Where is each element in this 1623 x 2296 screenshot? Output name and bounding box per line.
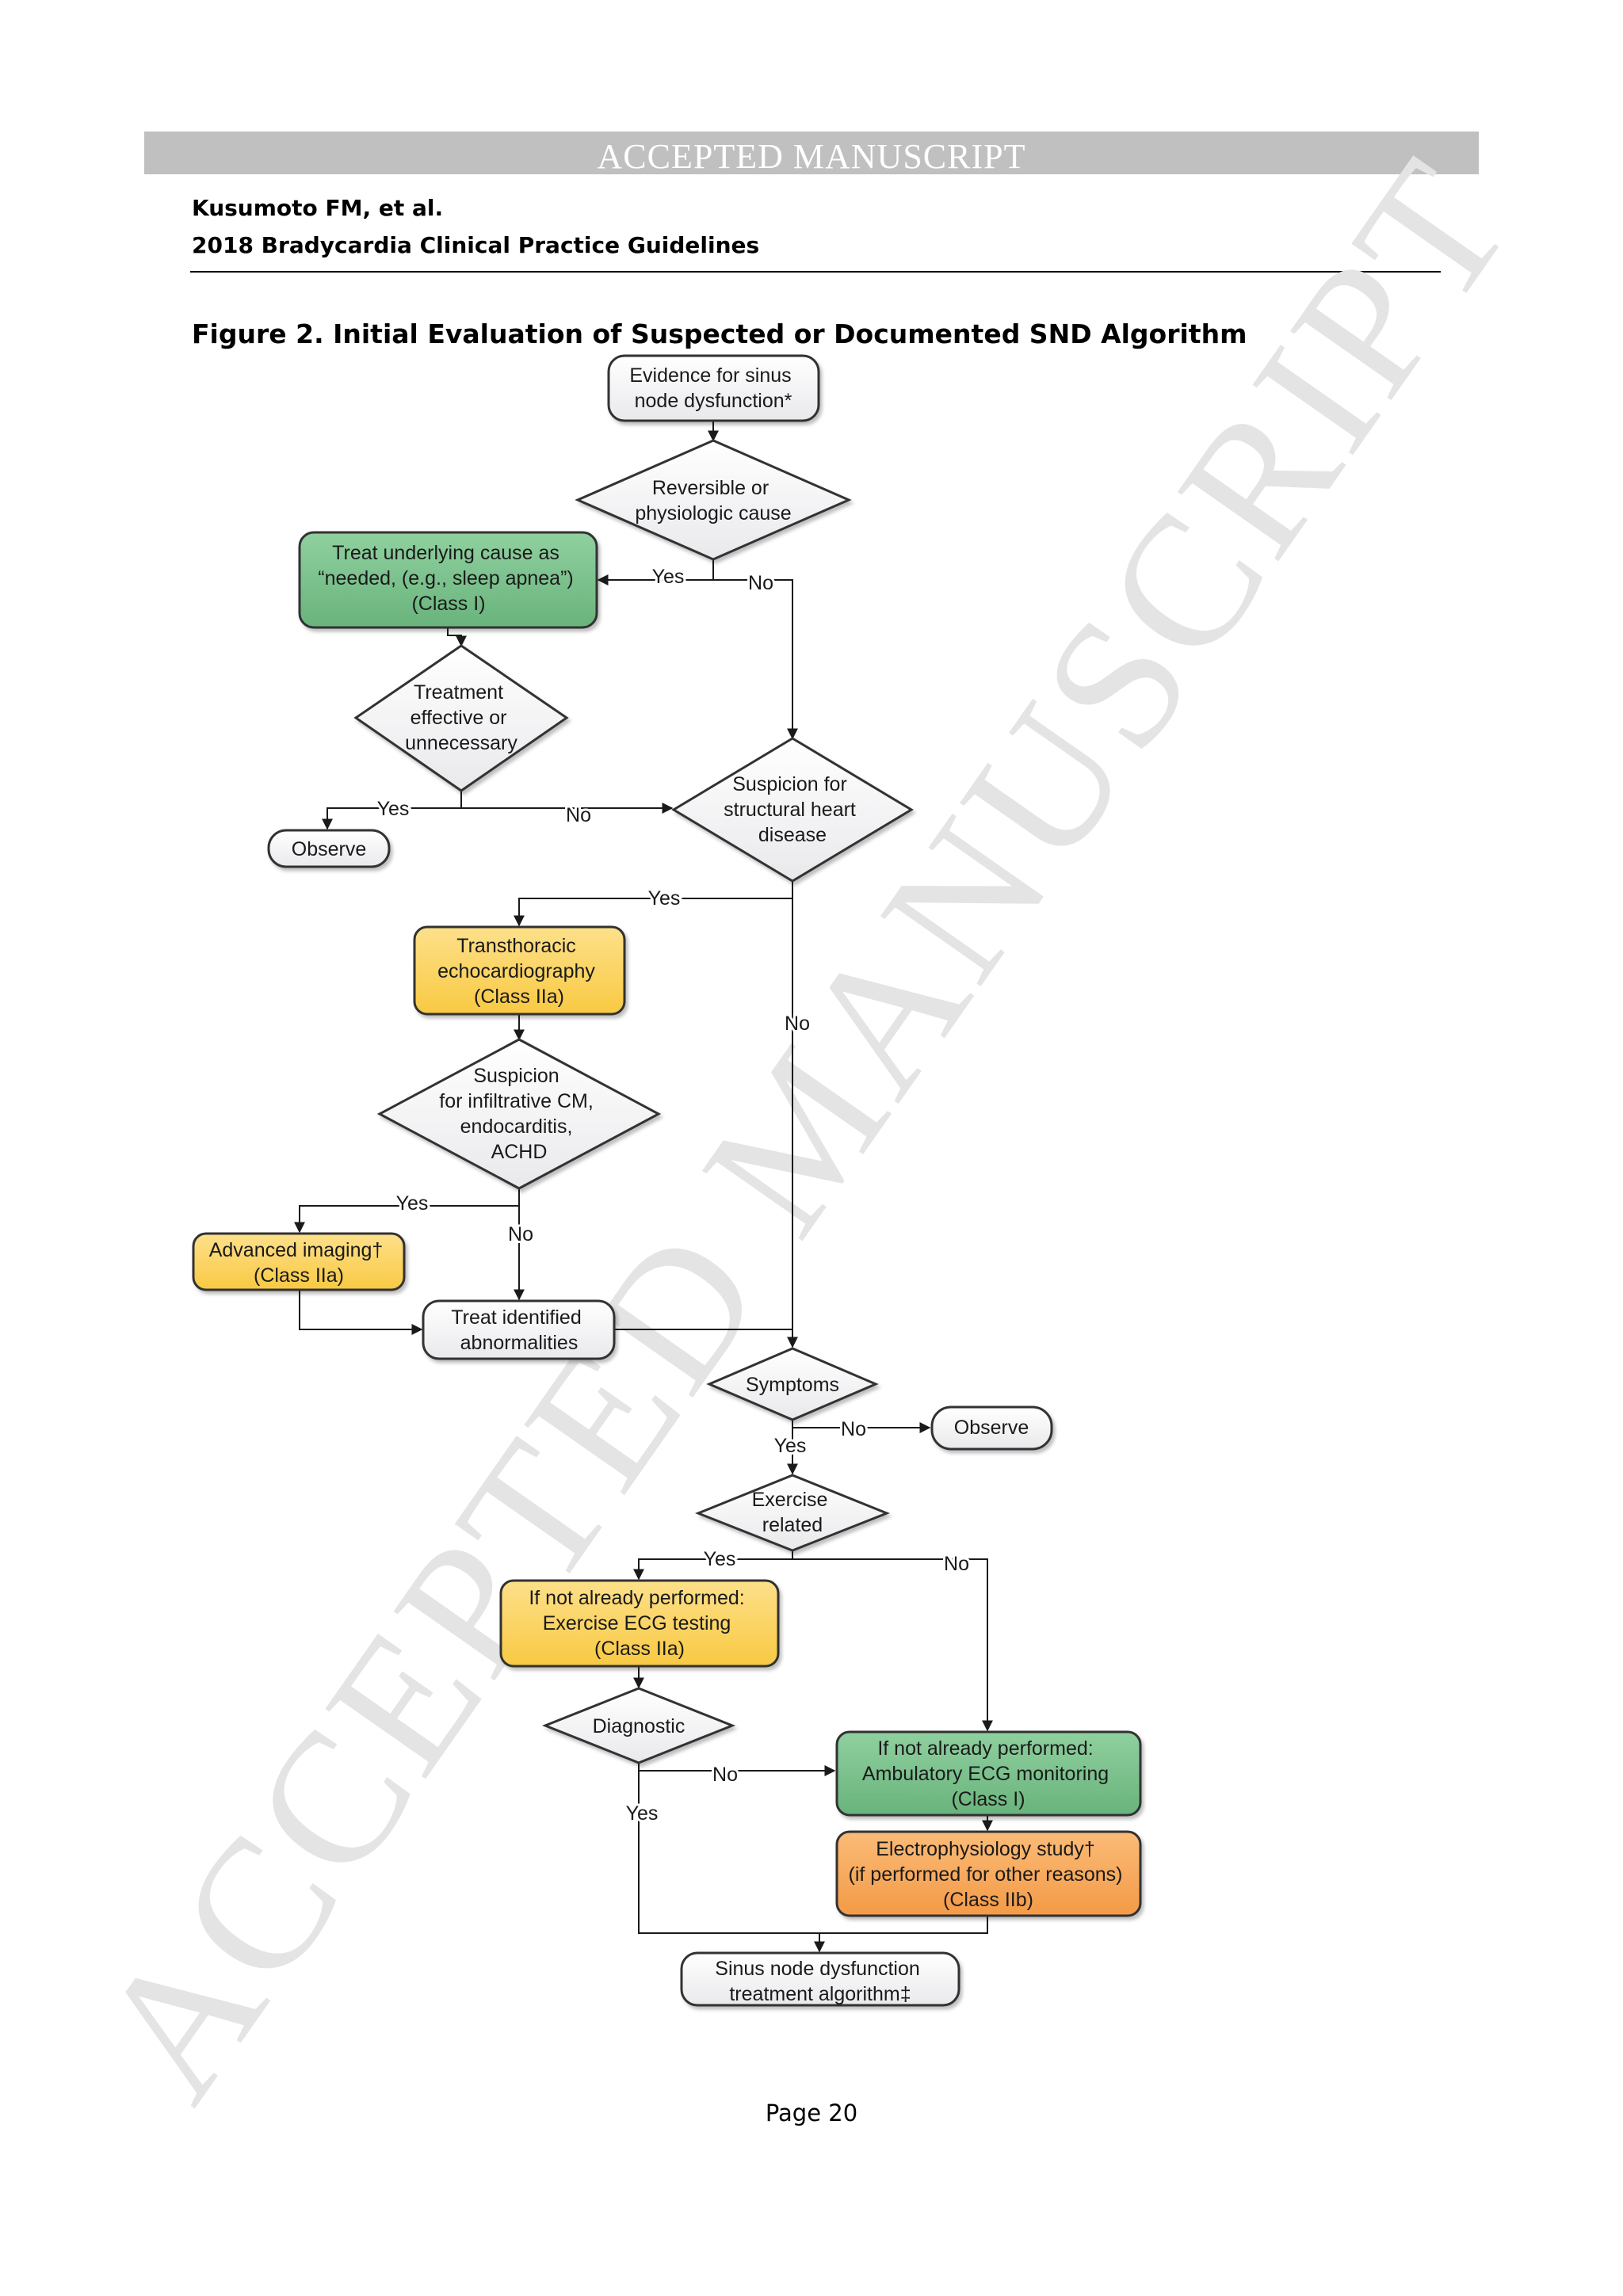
page-number: Page 20 xyxy=(765,2100,858,2126)
node-suspicion-infiltrative xyxy=(376,1038,662,1190)
text-exercise-related: Exercise related xyxy=(752,1489,834,1536)
label-exercise-yes: Yes xyxy=(704,1548,736,1570)
text-evidence: Evidence for sinus node dysfunction* xyxy=(629,364,796,412)
node-exercise-ecg xyxy=(499,1579,780,1668)
text-observe-1: Observe xyxy=(292,838,366,860)
nodes xyxy=(192,354,1142,2007)
label-effective-no: No xyxy=(566,804,591,826)
edge-imaging-to-treat xyxy=(299,1290,423,1335)
accepted-manuscript-banner: ACCEPTED MANUSCRIPT xyxy=(144,132,1479,176)
edge-effective-yes xyxy=(322,791,462,830)
text-symptoms: Symptoms xyxy=(746,1374,839,1396)
edge-treatcause-to-effective xyxy=(447,627,467,647)
edge-diagnostic-yes xyxy=(638,1763,825,1953)
node-suspicion-structural xyxy=(671,737,914,883)
node-snd-treatment xyxy=(680,1951,960,2007)
edge-structural-yes xyxy=(514,881,793,927)
figure-title: Figure 2. Initial Evaluation of Suspecte… xyxy=(192,318,1247,349)
label-effective-yes: Yes xyxy=(377,798,410,820)
edge-exercise-yes xyxy=(633,1550,793,1581)
header-guideline: 2018 Bradycardia Clinical Practice Guide… xyxy=(192,232,760,258)
label-structural-yes: Yes xyxy=(648,887,681,910)
node-ep-study xyxy=(835,1830,1142,1917)
label-reversible-yes: Yes xyxy=(652,566,685,588)
text-treat-cause: Treat underlying cause as “needed, (e.g.… xyxy=(318,542,579,615)
label-reversible-no: No xyxy=(748,572,773,594)
node-advanced-imaging xyxy=(192,1232,406,1291)
node-diagnostic xyxy=(541,1687,736,1764)
node-evidence xyxy=(607,354,820,422)
text-ep-study: Electrophysiology study† (if performed f… xyxy=(849,1838,1128,1911)
label-symptoms-yes: Yes xyxy=(774,1435,807,1457)
node-treat-abnormalities xyxy=(422,1299,616,1360)
text-advanced-imaging: Advanced imaging† (Class IIa) xyxy=(209,1239,389,1287)
text-observe-2: Observe xyxy=(954,1417,1029,1439)
node-symptoms xyxy=(706,1347,879,1421)
text-exercise-ecg: If not already performed: Exercise ECG t… xyxy=(529,1587,750,1660)
text-suspicion-infiltrative: Suspicion for infiltrative CM, endocardi… xyxy=(439,1065,598,1163)
edge-ep-to-snd xyxy=(819,1916,988,1934)
label-infiltrative-no: No xyxy=(508,1223,533,1245)
node-ambulatory-ecg xyxy=(835,1730,1142,1817)
header-authors: Kusumoto FM, et al. xyxy=(192,195,444,221)
edge-exercise-no xyxy=(792,1558,993,1732)
node-exercise-related xyxy=(694,1474,891,1552)
text-diagnostic: Diagnostic xyxy=(593,1715,685,1737)
label-diagnostic-no: No xyxy=(712,1764,738,1786)
edges xyxy=(294,421,993,1953)
node-treat-cause xyxy=(298,531,598,629)
node-observe-1 xyxy=(267,829,391,868)
banner-text: ACCEPTED MANUSCRIPT xyxy=(597,137,1026,176)
node-treatment-effective xyxy=(353,644,569,792)
text-ambulatory-ecg: If not already performed: Ambulatory ECG… xyxy=(862,1737,1114,1810)
edge-infiltrative-yes xyxy=(294,1188,520,1234)
label-symptoms-no: No xyxy=(841,1418,866,1440)
node-tte xyxy=(413,925,626,1016)
text-treat-abnormalities: Treat identified abnormalities xyxy=(451,1306,586,1354)
edge-labels: Yes No Yes No Yes No Yes No No Yes Yes N… xyxy=(375,563,972,1827)
label-structural-no: No xyxy=(785,1013,810,1035)
node-observe-2 xyxy=(930,1405,1053,1451)
text-snd-treatment: Sinus node dysfunction treatment algorit… xyxy=(715,1958,925,2005)
label-exercise-no: No xyxy=(944,1553,969,1575)
text-treatment-effective: Treatment effective or unnecessary xyxy=(405,681,517,754)
label-diagnostic-yes: Yes xyxy=(626,1802,659,1825)
node-reversible xyxy=(575,439,852,561)
watermark: ACCEPTED MANUSCRIPT xyxy=(58,124,1552,2134)
text-tte: Transthoracic echocardiography (Class II… xyxy=(437,935,601,1008)
text-reversible: Reversible or physiologic cause xyxy=(635,477,791,524)
header-divider xyxy=(190,271,1441,273)
label-infiltrative-yes: Yes xyxy=(396,1192,429,1215)
edge-reversible-no xyxy=(713,579,798,740)
text-suspicion-structural: Suspicion for structural heart disease xyxy=(724,773,861,846)
node-text: Evidence for sinus node dysfunction* Rev… xyxy=(209,364,1128,2005)
